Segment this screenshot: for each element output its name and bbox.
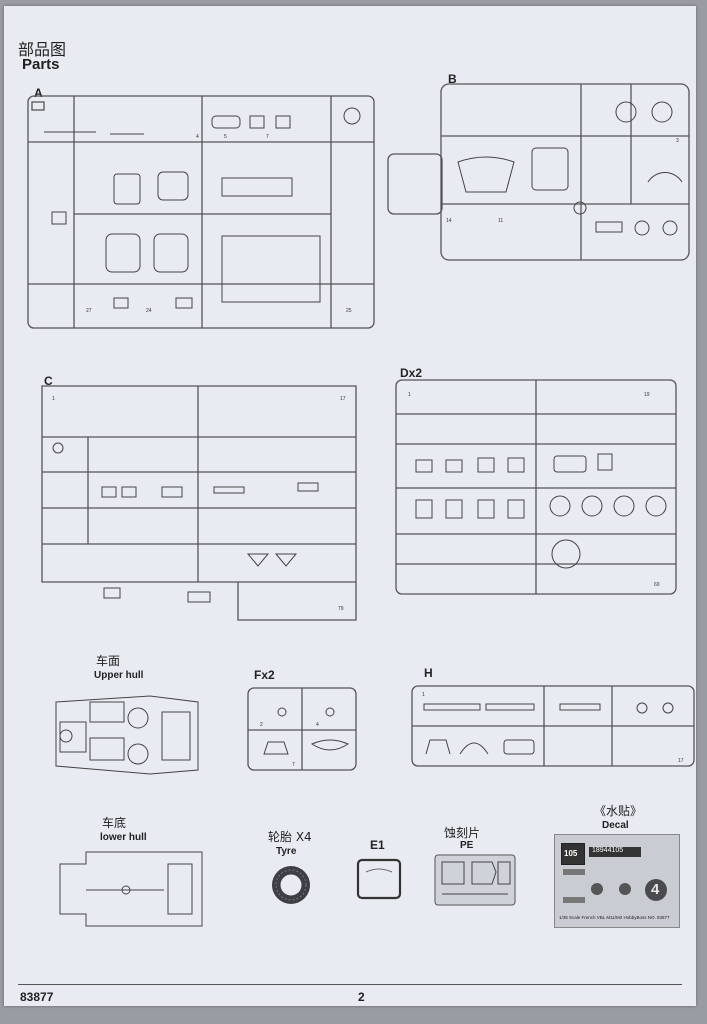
e1-label: E1 [370, 838, 385, 852]
tyre-diagram [272, 866, 310, 904]
sprue-h-diagram: 1 17 [411, 685, 695, 767]
decal-serial: 18944105 [589, 847, 641, 857]
decal-strip [563, 869, 585, 875]
footer-code: 83877 [20, 990, 54, 1004]
decal-tactical-number: 4 [651, 881, 660, 898]
svg-text:11: 11 [498, 218, 503, 224]
svg-text:14: 14 [446, 218, 452, 224]
svg-text:1: 1 [52, 396, 55, 402]
decal-label-cn: 《水贴》 [594, 804, 643, 818]
svg-text:17: 17 [340, 396, 346, 402]
sprue-d-diagram: 1 19 69 [395, 379, 677, 595]
svg-text:27: 27 [86, 308, 92, 314]
decal-label-en: Decal [602, 820, 629, 831]
page-title-cn: 部品图 [18, 40, 67, 59]
decal-roundel [591, 883, 603, 895]
pe-label-cn: 蚀刻片 [444, 826, 481, 840]
sprue-b-label: B [448, 72, 457, 86]
tyre-label-en: Tyre [276, 846, 297, 857]
lower-hull-diagram [59, 851, 203, 927]
upper-hull-label-cn: 车面 [96, 654, 121, 668]
svg-text:69: 69 [654, 582, 660, 588]
svg-text:4: 4 [316, 722, 319, 728]
decal-strip [563, 897, 585, 903]
footer-rule [18, 984, 682, 985]
svg-text:2: 2 [260, 722, 263, 728]
lower-hull-label-cn: 车底 [102, 816, 127, 830]
svg-text:25: 25 [346, 308, 352, 314]
svg-text:3: 3 [676, 138, 679, 144]
svg-text:5: 5 [224, 134, 227, 140]
sprue-b-diagram: 14 11 3 [387, 83, 690, 261]
sprue-h-label: H [424, 666, 433, 680]
decal-plate: 105 [561, 843, 585, 865]
decal-plate-number: 105 [564, 849, 578, 858]
sprue-a-diagram: 4 5 7 27 24 25 [27, 95, 375, 329]
svg-text:79: 79 [338, 606, 344, 612]
svg-text:7: 7 [266, 134, 269, 140]
sprue-c-diagram: 1 17 79 [41, 385, 357, 621]
decal-caption: 1/35 Scale French VBL M11/M2 HobbyBoss N… [559, 915, 670, 920]
tyre-label-cn: 轮胎 X4 [268, 830, 312, 844]
pe-label-en: PE [460, 840, 474, 851]
sprue-f-diagram: 2 4 7 [247, 687, 357, 771]
decal-sheet: 105 18944105 4 1/35 Scale French VBL M11… [554, 834, 680, 928]
svg-text:4: 4 [196, 134, 199, 140]
page-number: 2 [358, 990, 365, 1004]
decal-serial-number: 18944105 [592, 847, 624, 854]
svg-text:24: 24 [146, 308, 152, 314]
decal-tactical-circle: 4 [645, 879, 667, 901]
sprue-d-label: Dx2 [400, 366, 423, 380]
e1-diagram [356, 858, 402, 900]
upper-hull-diagram [55, 695, 199, 775]
svg-text:17: 17 [678, 758, 684, 764]
pe-diagram [434, 854, 516, 906]
sprue-a-label: A [34, 86, 43, 100]
sprue-c-label: C [44, 374, 53, 388]
svg-text:19: 19 [644, 392, 650, 398]
svg-text:1: 1 [422, 692, 425, 698]
decal-roundel [619, 883, 631, 895]
lower-hull-label-en: lower hull [100, 832, 147, 843]
upper-hull-label-en: Upper hull [94, 670, 144, 681]
sprue-f-label: Fx2 [254, 668, 275, 682]
page-title-en: Parts [22, 56, 60, 73]
svg-text:7: 7 [292, 762, 295, 768]
svg-text:1: 1 [408, 392, 411, 398]
